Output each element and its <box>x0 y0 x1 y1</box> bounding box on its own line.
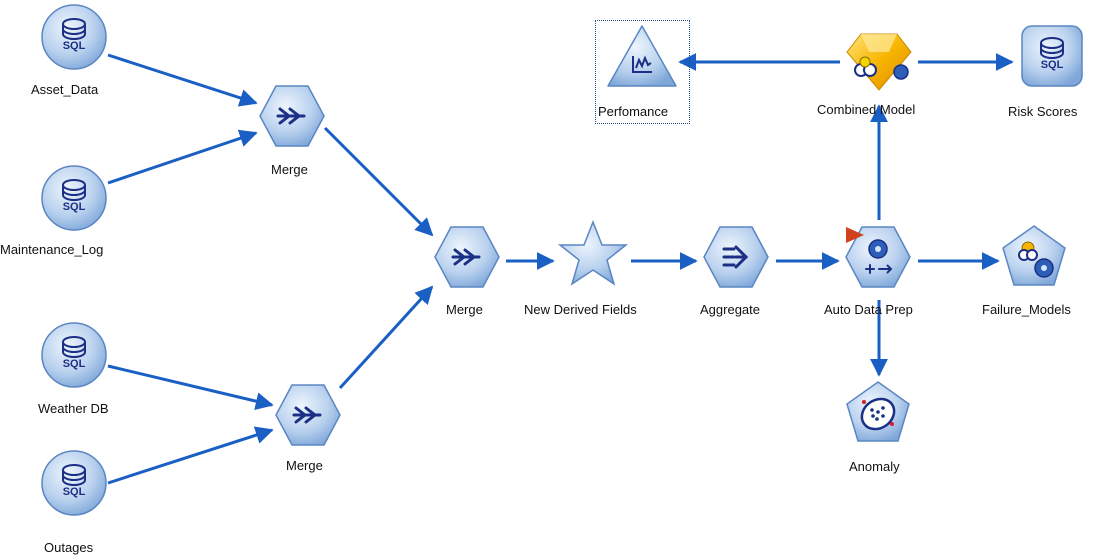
aggregate-icon <box>722 245 749 269</box>
node-merge-bottom[interactable] <box>275 384 341 446</box>
label-aggregate: Aggregate <box>700 302 760 317</box>
label-auto-data-prep: Auto Data Prep <box>824 302 913 317</box>
node-anomaly[interactable] <box>846 381 910 442</box>
connector-asset-to-merge[interactable] <box>107 53 258 107</box>
connector-merge-top-to-center[interactable] <box>323 126 434 237</box>
connectors <box>107 53 1014 485</box>
node-auto-data-prep[interactable] <box>845 226 911 288</box>
label-new-derived-fields: New Derived Fields <box>524 302 637 317</box>
label-merge-top: Merge <box>271 162 308 177</box>
label-performance: Perfomance <box>598 104 669 119</box>
connector-maintenance-to-merge[interactable] <box>107 129 258 185</box>
node-maintenance-log[interactable]: SQL <box>41 165 107 231</box>
label-maintenance-log: Maintenance_Log <box>0 242 104 257</box>
label-merge-bottom: Merge <box>286 458 323 473</box>
node-weather-db[interactable]: SQL <box>41 322 107 388</box>
label-asset-data: Asset_Data <box>31 82 99 97</box>
node-combined-model[interactable] <box>846 33 912 91</box>
connector-merge-bottom-to-center[interactable] <box>338 285 434 390</box>
model-gears-icon <box>1018 241 1054 278</box>
sql-database-icon: SQL <box>62 18 86 52</box>
label-merge-center: Merge <box>446 302 483 317</box>
auto-data-prep-icon <box>865 239 893 274</box>
merge-icon <box>451 248 481 266</box>
star-icon <box>557 219 629 286</box>
svg-text:SQL: SQL <box>63 358 86 370</box>
label-outages: Outages <box>44 540 94 555</box>
connector-weather-to-merge[interactable] <box>107 364 274 411</box>
node-failure-models[interactable] <box>1002 225 1066 286</box>
selection-outline <box>595 20 690 124</box>
svg-text:SQL: SQL <box>63 201 86 213</box>
connector-outages-to-merge[interactable] <box>107 426 274 485</box>
label-anomaly: Anomaly <box>849 459 900 474</box>
sql-database-icon: SQL <box>1040 37 1064 71</box>
sql-database-icon: SQL <box>62 336 86 370</box>
merge-icon <box>276 107 306 125</box>
node-aggregate[interactable] <box>703 226 769 288</box>
node-risk-scores[interactable]: SQL <box>1021 25 1083 87</box>
merge-icon <box>292 406 322 424</box>
svg-text:SQL: SQL <box>1041 59 1064 71</box>
flag-icon <box>846 227 864 243</box>
label-failure-models: Failure_Models <box>982 302 1071 317</box>
graph-icon <box>632 55 652 73</box>
sql-database-icon: SQL <box>62 464 86 498</box>
node-asset-data[interactable]: SQL <box>41 4 107 70</box>
node-outages[interactable]: SQL <box>41 450 107 516</box>
label-combined-model: Combined Model <box>817 102 916 117</box>
label-weather-db: Weather DB <box>38 401 109 416</box>
node-merge-top[interactable] <box>259 85 325 147</box>
label-risk-scores: Risk Scores <box>1008 104 1078 119</box>
svg-text:SQL: SQL <box>63 486 86 498</box>
sql-database-icon: SQL <box>62 179 86 213</box>
node-new-derived-fields[interactable] <box>557 219 629 286</box>
node-merge-center[interactable] <box>434 226 500 288</box>
anomaly-icon <box>860 397 896 431</box>
svg-text:SQL: SQL <box>63 40 86 52</box>
node-performance[interactable] <box>607 25 677 87</box>
